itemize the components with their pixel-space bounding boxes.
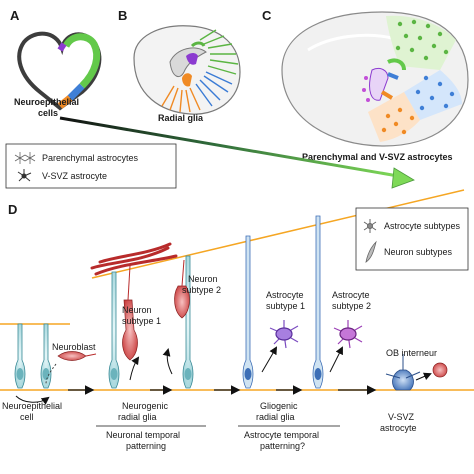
legend-neuron-label: Neuron subtypes xyxy=(384,247,453,257)
astrocyte-subtype-icon xyxy=(363,219,377,233)
legend-d: Astrocyte subtypes Neuron subtypes xyxy=(355,207,469,271)
panel-c: C xyxy=(262,8,469,162)
astro1-arrow xyxy=(261,346,278,373)
panel-a-caption-line2: cells xyxy=(38,108,58,118)
neuroepithelial-cell-2 xyxy=(40,323,52,389)
panel-b-letter: B xyxy=(118,8,127,23)
astrocyte-subtype-2 xyxy=(333,320,363,349)
neuroepithelium-heart-icon xyxy=(17,31,102,111)
ne-cell-label-line2: cell xyxy=(20,412,34,422)
panel-c-letter: C xyxy=(262,8,272,23)
neuron-subtype-2 xyxy=(174,259,190,319)
legend-vsvz-label: V-SVZ astrocyte xyxy=(42,171,107,181)
neuron1-label-line2: subtype 1 xyxy=(122,316,161,326)
astro2-label-line1: Astrocyte xyxy=(332,290,370,300)
astro2-arrow xyxy=(329,346,343,373)
neurogenic-radial-glia-2 xyxy=(182,255,194,389)
neurogenic-radial-glia-1 xyxy=(108,271,120,389)
panel-b: B Radial glia xyxy=(118,8,241,123)
adult-brain-icon xyxy=(281,11,469,147)
panel-a-letter: A xyxy=(10,8,20,23)
legend-top: Parenchymal astrocytes V-SVZ astrocyte xyxy=(5,143,177,189)
radial-glia-brain-icon xyxy=(133,25,241,115)
legend-astro-label: Astrocyte subtypes xyxy=(384,221,461,231)
panel-c-caption: Parenchymal and V-SVZ astrocytes xyxy=(302,152,453,162)
panel-d-letter: D xyxy=(8,202,17,217)
astro-tp-line2: patterning? xyxy=(260,441,305,451)
neuron2-arrow xyxy=(162,348,173,375)
vsvz-astrocyte xyxy=(385,354,421,391)
astro1-label-line2: subtype 1 xyxy=(266,301,305,311)
panel-a-caption-line1: Neuroepithelial xyxy=(14,97,79,107)
neuron-subtype-1 xyxy=(122,265,138,361)
vsvz-label-line2: astrocyte xyxy=(380,423,417,433)
ob-interneuron xyxy=(432,362,448,378)
blood-vessel-icon xyxy=(90,242,178,276)
astro2-label-line2: subtype 2 xyxy=(332,301,371,311)
gliogenic-radial-glia-1 xyxy=(242,235,254,389)
neuron1-label-line1: Neuron xyxy=(122,305,152,315)
neuronal-tp-line1: Neuronal temporal xyxy=(106,430,180,440)
neuron2-label-line2: subtype 2 xyxy=(182,285,221,295)
neuron-subtype-icon xyxy=(365,240,377,263)
ob-arrow xyxy=(415,372,432,381)
neuron2-label-line1: Neuron xyxy=(188,274,218,284)
ob-interneuron-label: OB interneur xyxy=(386,348,437,358)
astrocyte-subtype-1 xyxy=(269,320,299,349)
symmetric-division-arrow xyxy=(15,395,50,405)
astro1-label-line1: Astrocyte xyxy=(266,290,304,300)
pial-surface-diagonal xyxy=(91,189,465,279)
legend-top-box xyxy=(5,143,177,189)
neuroblast xyxy=(57,351,97,361)
vsvz-astrocyte-icon xyxy=(17,169,32,182)
gliogenic-label-line1: Gliogenic xyxy=(260,401,298,411)
panel-d: D Neuroblast xyxy=(0,189,474,451)
parenchymal-astrocyte-icon xyxy=(14,152,36,164)
neuron1-arrow xyxy=(129,356,140,381)
neuronal-tp-line2: patterning xyxy=(126,441,166,451)
neuroblast-label: Neuroblast xyxy=(52,342,96,352)
neurogenic-label-line1: Neurogenic xyxy=(122,401,169,411)
development-arrow xyxy=(59,116,415,189)
neurogenic-label-line2: radial glia xyxy=(118,412,157,422)
astro-tp-line1: Astrocyte temporal xyxy=(244,430,319,440)
legend-parenchymal-label: Parenchymal astrocytes xyxy=(42,153,139,163)
ne-cell-label-line1: Neuroepithelial xyxy=(2,401,62,411)
neuroepithelial-cell-1 xyxy=(14,323,26,389)
legend-d-box xyxy=(355,207,469,271)
gliogenic-radial-glia-2 xyxy=(312,215,324,389)
vsvz-label-line1: V-SVZ xyxy=(388,412,415,422)
neuroblast-dashed-arrow xyxy=(45,363,57,385)
panel-b-caption: Radial glia xyxy=(158,113,204,123)
panel-a: A Neuroepithelial cells xyxy=(10,8,102,118)
gliogenic-label-line2: radial glia xyxy=(256,412,295,422)
